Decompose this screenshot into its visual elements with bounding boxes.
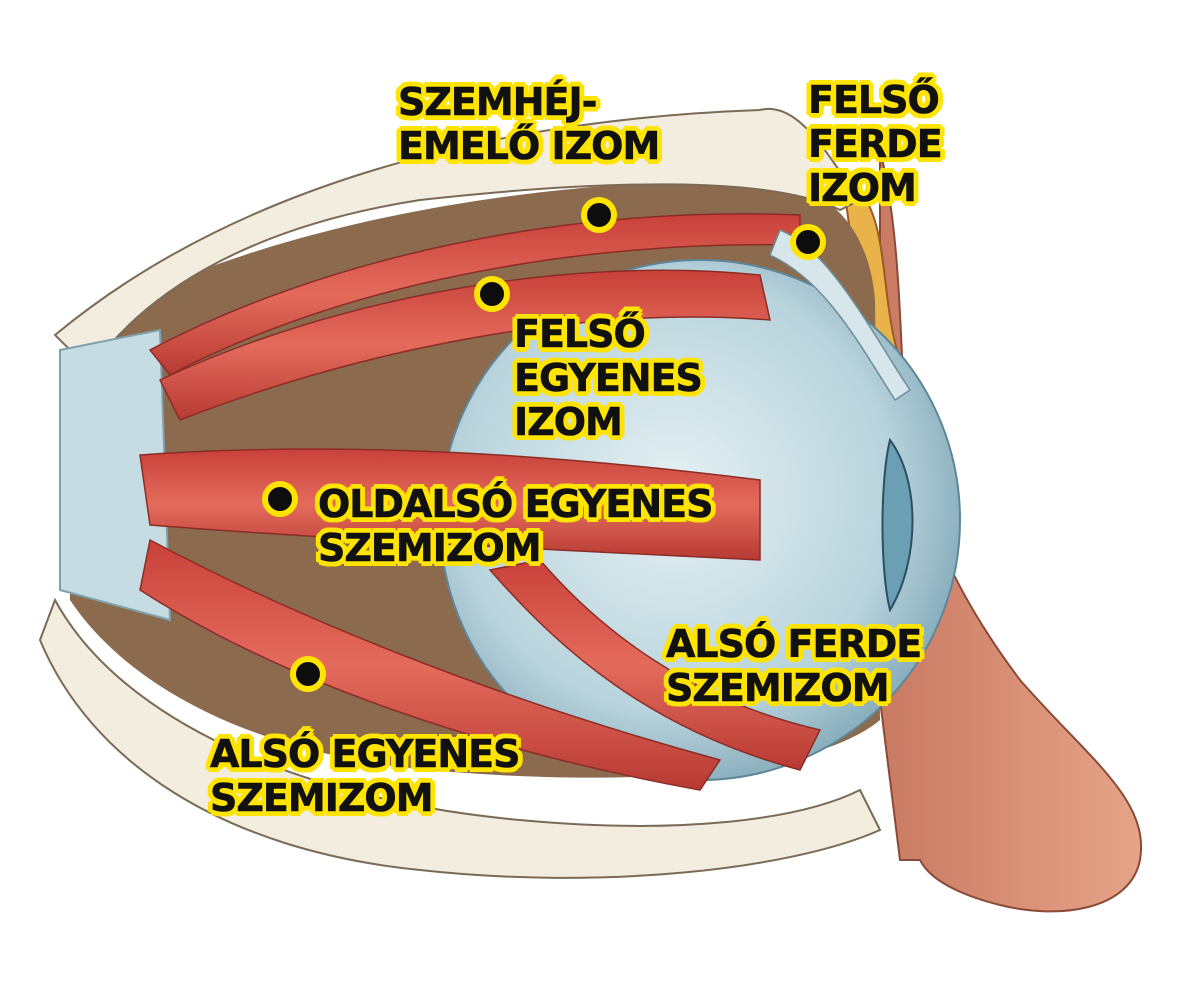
- label-line: FERDE: [808, 122, 943, 167]
- marker-inferior-rectus: [290, 656, 326, 692]
- label-line: ALSÓ EGYENES: [210, 732, 521, 777]
- label-inferior-oblique: ALSÓ FERDE SZEMIZOM: [666, 622, 923, 711]
- label-line: SZEMHÉJ-: [398, 80, 598, 125]
- marker-levator: [581, 197, 617, 233]
- marker-superior-rectus: [474, 276, 510, 312]
- marker-lateral-rectus: [262, 481, 298, 517]
- label-line: SZEMIZOM: [318, 526, 542, 571]
- upper-bone: [53, 107, 862, 372]
- label-lateral-rectus: OLDALSÓ EGYENES SZEMIZOM: [318, 482, 714, 571]
- label-line: FELSŐ: [808, 78, 940, 123]
- label-line: SZEMIZOM: [210, 776, 434, 821]
- label-superior-rectus: FELSŐ EGYENES IZOM: [514, 312, 704, 445]
- cornea: [881, 437, 914, 613]
- lower-bone: [38, 597, 882, 879]
- label-levator-palpebrae: SZEMHÉJ- EMELŐ IZOM: [398, 80, 661, 169]
- inferior-oblique-muscle: [488, 559, 822, 771]
- marker-superior-oblique: [790, 224, 826, 260]
- label-line: EMELŐ IZOM: [398, 124, 661, 169]
- label-line: IZOM: [514, 400, 623, 445]
- label-line: FELSŐ: [514, 312, 646, 357]
- inferior-rectus-muscle: [139, 538, 722, 791]
- lateral-rectus-muscle: [139, 448, 761, 561]
- superior-oblique-tendon: [769, 229, 912, 402]
- label-line: ALSÓ FERDE: [666, 622, 923, 667]
- label-line: EGYENES: [514, 356, 704, 401]
- label-line: SZEMIZOM: [666, 666, 890, 711]
- label-inferior-rectus: ALSÓ EGYENES SZEMIZOM: [210, 732, 521, 821]
- label-line: OLDALSÓ EGYENES: [318, 482, 714, 527]
- label-line: IZOM: [808, 166, 917, 211]
- tendon-ring: [59, 328, 172, 622]
- label-superior-oblique: FELSŐ FERDE IZOM: [808, 78, 943, 211]
- superior-rectus-muscle: [158, 269, 771, 421]
